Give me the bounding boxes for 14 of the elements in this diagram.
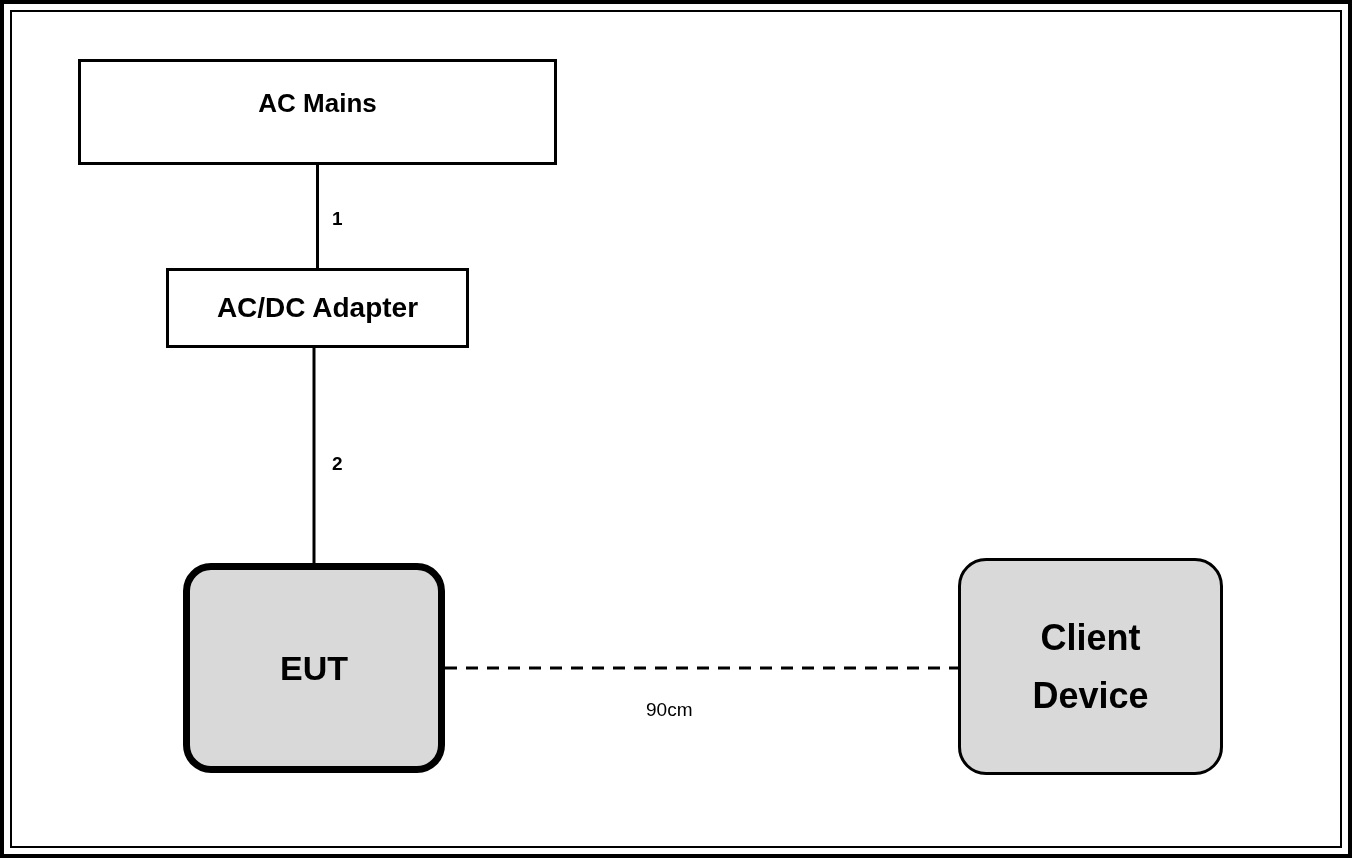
edge-label: 2 — [332, 452, 343, 476]
dashed-connector — [445, 666, 958, 670]
process-box — [78, 59, 557, 165]
device-box — [183, 563, 445, 773]
connector-line — [316, 165, 319, 268]
node-label: Client Device — [1031, 615, 1150, 718]
edge-label: 1 — [332, 207, 343, 231]
device-box — [958, 558, 1223, 775]
connector-line — [312, 348, 316, 563]
node-label: EUT — [280, 647, 348, 689]
node-label: AC Mains — [258, 87, 377, 120]
node-label: AC/DC Adapter — [216, 291, 419, 325]
process-box — [166, 268, 469, 348]
edge-label: 90cm — [646, 698, 693, 722]
